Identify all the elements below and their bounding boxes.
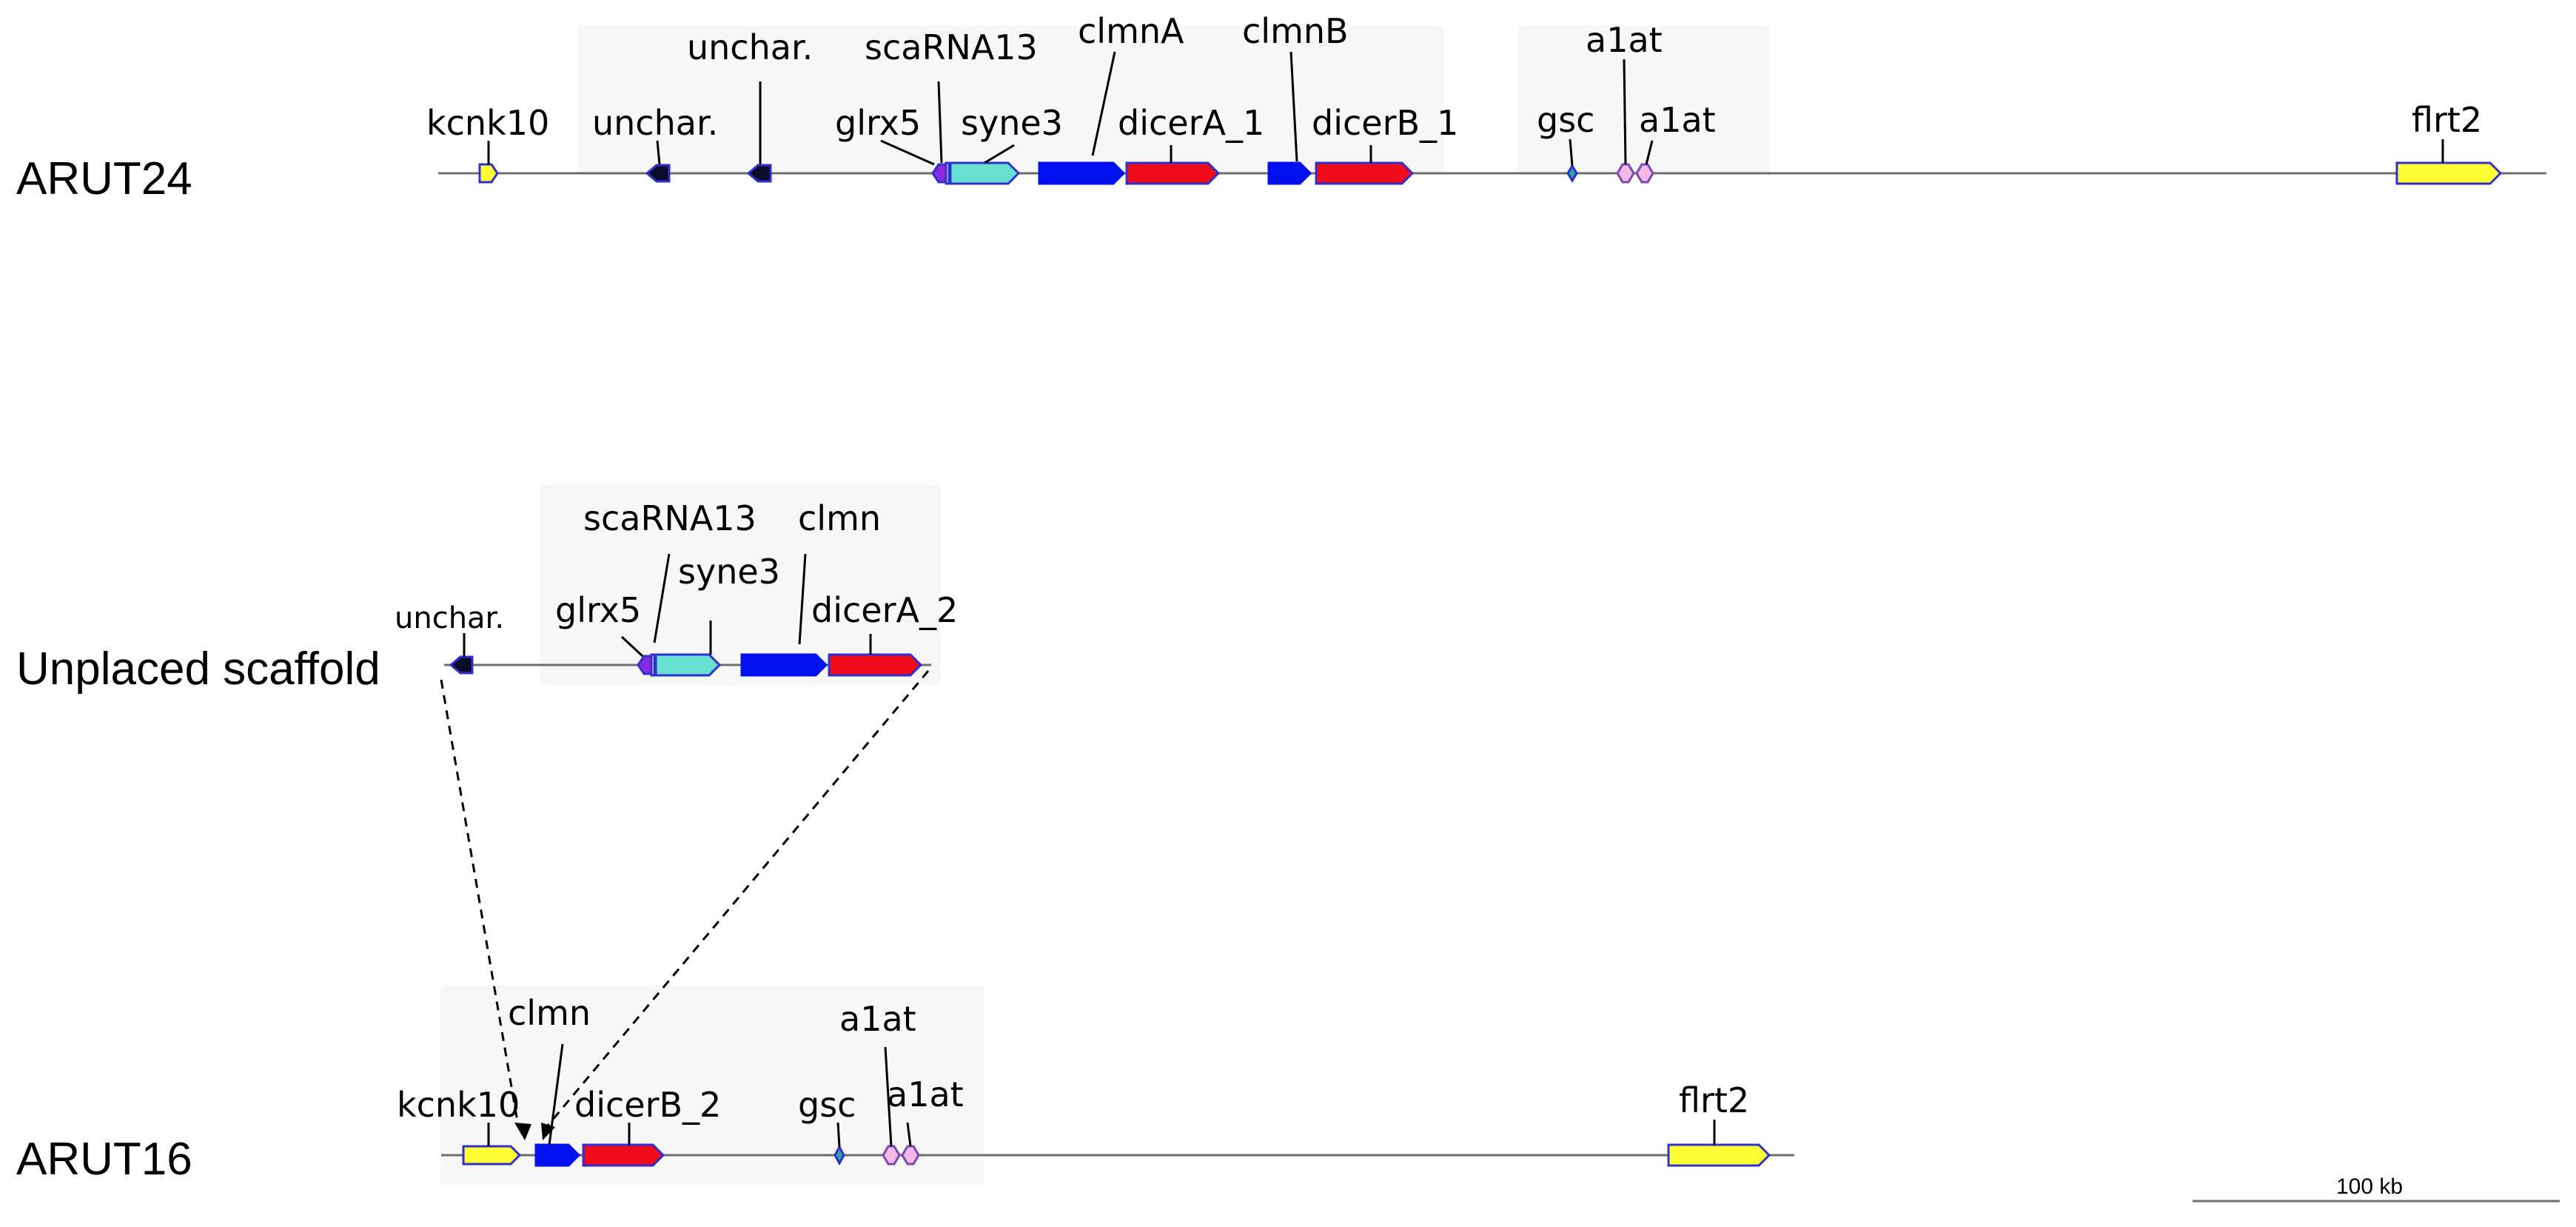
gene-glrx5-unplaced: [637, 655, 653, 675]
leader-gsc-arut24: [1569, 138, 1574, 167]
leader-a1at-b-arut24: [1645, 140, 1654, 165]
leader-a1at-a-arut16: [884, 1046, 893, 1147]
gene-glrx5-arut24: [931, 163, 947, 184]
label-gsc-arut24: gsc: [1537, 100, 1594, 140]
label-syne3-arut24: syne3: [961, 103, 1063, 143]
label-unchar-unplaced: unchar.: [395, 601, 504, 635]
label-a1at-b-arut24: a1at: [1639, 100, 1716, 140]
gene-clmn-arut16: [534, 1143, 581, 1167]
gene-syne3-unplaced: [654, 653, 722, 677]
gene-a1at-b-arut16: [901, 1145, 920, 1166]
label-unchar-b-arut24: unchar.: [687, 27, 813, 67]
label-dicera-2-unplaced: dicerA_2: [811, 590, 958, 630]
gene-dicera-1-arut24: [1125, 161, 1221, 185]
gene-dicerb-2-arut16: [582, 1143, 665, 1167]
gene-clmnb-arut24: [1267, 161, 1312, 185]
gene-a1at-a-arut16: [882, 1145, 901, 1166]
label-panel-arut24: [577, 26, 1443, 174]
leader-unchar-a-arut24: [656, 140, 661, 165]
gene-flrt2-arut24: [2395, 161, 2503, 185]
leader-scarna13-unplaced: [653, 553, 671, 643]
leader-clmna-arut24: [1091, 51, 1116, 156]
gene-dicerb-1-arut24: [1315, 161, 1415, 185]
gene-unchar-b-arut24: [746, 164, 772, 183]
gene-gsc-arut24: [1566, 164, 1578, 183]
dashed-connector-left: [440, 679, 520, 1126]
gene-scarna13-arut24: [945, 161, 950, 185]
label-a1at-b-arut16: a1at: [887, 1074, 964, 1114]
label-panel-arut24-right: [1517, 26, 1769, 174]
gene-gsc-arut16: [833, 1144, 845, 1166]
gene-unchar-unplaced: [449, 655, 474, 675]
track-label-arut16: ARUT16: [16, 1134, 192, 1185]
gene-kcnk10-arut24: [478, 163, 499, 184]
label-glrx5-arut24: glrx5: [835, 103, 921, 143]
gene-dicera-2-unplaced: [828, 653, 923, 677]
leader-gsc-arut16: [836, 1122, 841, 1148]
label-clmnb-arut24: clmnB: [1242, 11, 1349, 51]
gene-scarna13-unplaced: [650, 653, 656, 677]
scale-bar-label: 100 kb: [2336, 1174, 2403, 1199]
gene-a1at-a-arut24: [1616, 163, 1635, 184]
label-gsc-arut16: gsc: [798, 1085, 856, 1125]
label-scarna13-arut24: scaRNA13: [865, 27, 1038, 67]
label-dicerb-2-arut16: dicerB_2: [574, 1085, 721, 1125]
track-label-unplaced: Unplaced scaffold: [16, 643, 380, 695]
label-glrx5-unplaced: glrx5: [555, 590, 641, 630]
label-clmn-arut16: clmn: [508, 993, 591, 1033]
label-kcnk10-arut16: kcnk10: [397, 1085, 520, 1125]
leader-a1at-b-arut16: [906, 1122, 912, 1147]
leader-clmn-arut16: [548, 1043, 564, 1146]
label-a1at-a-arut16: a1at: [839, 999, 916, 1039]
gene-kcnk10-arut16: [462, 1145, 522, 1166]
label-kcnk10-arut24: kcnk10: [426, 103, 549, 143]
dashed-connector-left-arrowhead: [514, 1123, 531, 1140]
label-unchar-a-arut24: unchar.: [592, 103, 718, 143]
gene-clmna-arut24: [1038, 161, 1126, 185]
gene-syne3-arut24: [949, 161, 1021, 185]
leader-glrx5-unplaced: [620, 635, 644, 658]
leader-a1at-a-arut24: [1623, 58, 1627, 165]
gene-clmn-unplaced: [740, 653, 828, 677]
label-flrt2-arut24: flrt2: [2412, 100, 2482, 140]
label-scarna13-unplaced: scaRNA13: [583, 498, 757, 538]
label-flrt2-arut16: flrt2: [1679, 1080, 1749, 1120]
label-dicerb-1-arut24: dicerB_1: [1312, 103, 1458, 143]
label-panel-unplaced: [540, 485, 940, 685]
label-clmn-unplaced: clmn: [798, 498, 881, 538]
gene-unchar-a-arut24: [645, 164, 671, 183]
gene-flrt2-arut16: [1667, 1143, 1771, 1167]
dashed-connector-right: [546, 670, 930, 1126]
leader-clmn-unplaced: [798, 553, 807, 645]
track-label-arut24: ARUT24: [16, 153, 192, 204]
label-dicera-1-arut24: dicerA_1: [1118, 103, 1264, 143]
label-clmna-arut24: clmnA: [1078, 11, 1184, 51]
label-syne3-unplaced: syne3: [678, 552, 780, 592]
label-a1at-a-arut24: a1at: [1586, 20, 1663, 60]
leader-clmnb-arut24: [1289, 51, 1298, 162]
leader-scarna13-arut24: [937, 81, 943, 164]
leader-glrx5-arut24: [880, 139, 935, 166]
gene-a1at-b-arut24: [1635, 163, 1654, 184]
leader-syne3-arut24: [984, 144, 1015, 164]
